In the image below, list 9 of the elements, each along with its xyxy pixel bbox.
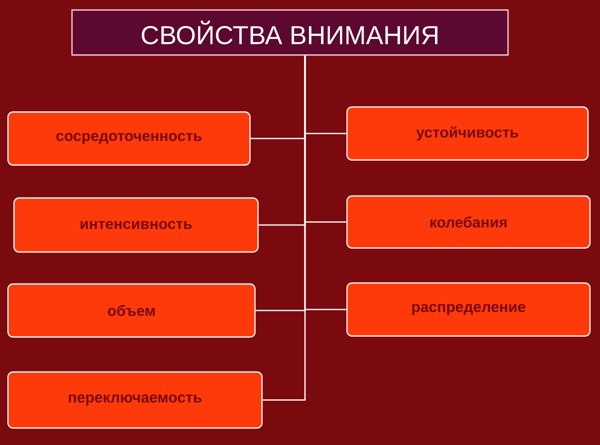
connector-line: [262, 56, 306, 401]
process-box: объем: [7, 283, 256, 338]
process-box: интенсивность: [13, 197, 259, 253]
title-box: СВОЙСТВА ВНИМАНИЯ: [71, 9, 509, 56]
process-box: колебания: [346, 195, 591, 249]
process-box: распределение: [346, 282, 591, 337]
process-box: сосредоточенность: [7, 111, 251, 166]
process-box: устойчивость: [346, 106, 589, 161]
process-box: переключаемость: [7, 371, 263, 429]
